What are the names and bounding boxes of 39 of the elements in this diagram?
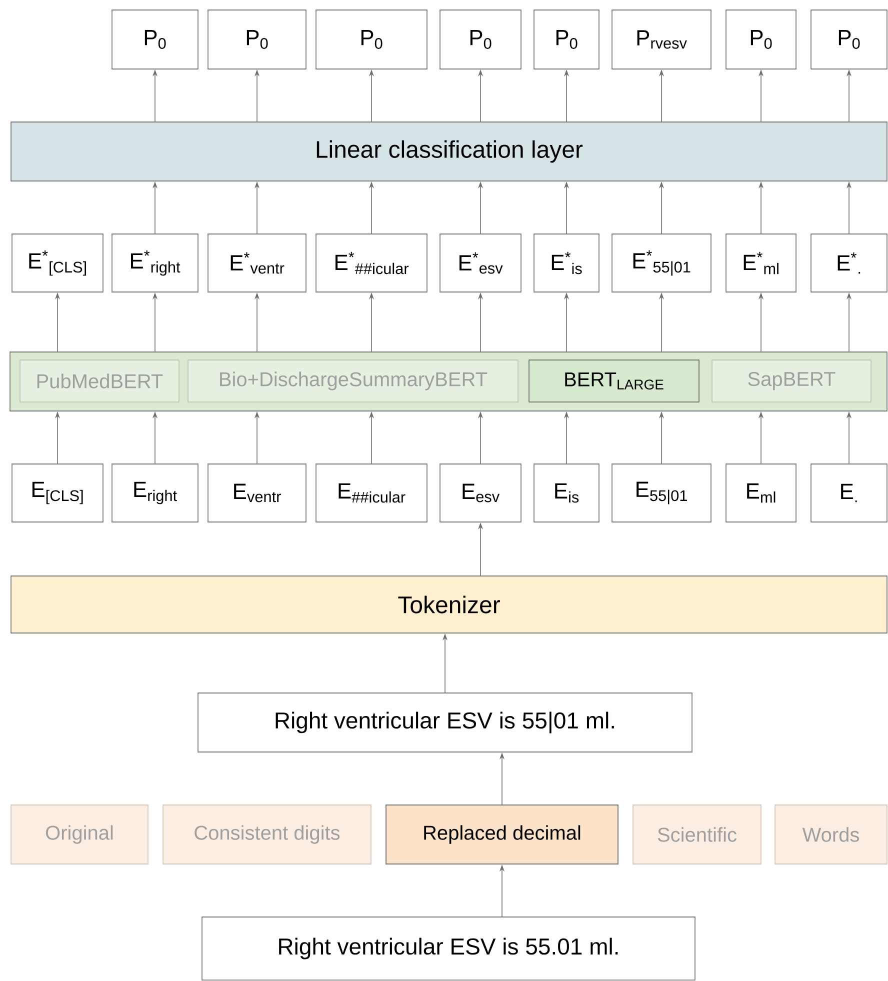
token-box: E$_{55|01}$ xyxy=(612,464,712,522)
token-box: E$_{ventr}$ xyxy=(208,464,306,522)
token-box: P$_{0}$ xyxy=(440,10,522,70)
option-box: Replaced decimal xyxy=(386,804,618,864)
token-box: E$^{*}$right xyxy=(112,234,198,292)
model-box: Bio+DischargeSummaryBERT xyxy=(188,360,518,402)
token-box: P$_{rvesv}$ xyxy=(612,10,712,70)
token-box: E$^{*}$ventr xyxy=(208,234,306,292)
model-box: BERT$_{LARGE}$ xyxy=(528,360,700,402)
token-box: P$_{0}$ xyxy=(208,10,306,70)
token-box: P$_{0}$ xyxy=(810,10,888,70)
option-box: Scientific xyxy=(632,804,762,864)
token-box: E$_{[CLS]}$ xyxy=(12,464,104,522)
option-box: Words xyxy=(774,804,888,864)
sentence-box: Right ventricular ESV is 55|01 ml. xyxy=(198,692,692,752)
token-box: E$^{*}$esv xyxy=(440,234,522,292)
option-box: Original xyxy=(10,804,148,864)
token-box: E$_{##icular}$ xyxy=(316,464,428,522)
token-box: E$^{*}$. xyxy=(810,234,888,292)
token-box: E$^{*}$ml xyxy=(726,234,796,292)
model-box: SapBERT xyxy=(712,360,872,402)
token-box: P$_{0}$ xyxy=(112,10,198,70)
option-box: Consistent digits xyxy=(162,804,372,864)
token-box: E$_{esv}$ xyxy=(440,464,522,522)
sentence-box: Right ventricular ESV is 55.01 ml. xyxy=(202,916,696,980)
model-box: PubMedBERT xyxy=(20,360,180,402)
layer-box: Linear classification layer xyxy=(10,122,888,182)
token-box: E$^{*}$55|01 xyxy=(612,234,712,292)
token-box: E$_{ml}$ xyxy=(726,464,796,522)
token-box: P$_{0}$ xyxy=(534,10,600,70)
token-box: P$_{0}$ xyxy=(316,10,428,70)
token-box: E$^{*}$##icular xyxy=(316,234,428,292)
token-box: E$_{is}$ xyxy=(534,464,600,522)
token-box: E$^{*}$[CLS] xyxy=(12,234,104,292)
tokenizer-box: Tokenizer xyxy=(10,576,888,634)
token-box: E$_{.}$ xyxy=(810,464,888,522)
token-box: P$_{0}$ xyxy=(726,10,796,70)
token-box: E$_{right}$ xyxy=(112,464,198,522)
token-box: E$^{*}$is xyxy=(534,234,600,292)
